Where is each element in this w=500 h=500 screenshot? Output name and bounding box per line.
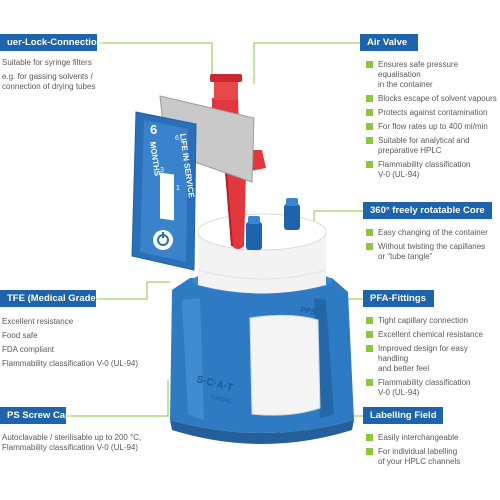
labelling-label: Labelling Field [363, 407, 443, 424]
ptfe-line: Food safe [2, 331, 38, 340]
card-scale-mid: 3 [160, 167, 164, 174]
ptfe-line: Flammability classification V-0 (UL-94) [2, 359, 139, 368]
pps-line: Flammability classification V-0 (UL-94) [2, 443, 139, 452]
cap-sub-brand: EUROPE [210, 394, 233, 405]
bullet-icon [366, 229, 373, 236]
bullet-icon [366, 123, 373, 130]
luer-lock-label: uer-Lock-Connection [0, 34, 103, 51]
bullet-icon [366, 379, 373, 386]
list-item: Easy changing of the container [366, 228, 488, 238]
list-item: For flow rates up to 400 ml/min [366, 122, 500, 132]
card-scale-top: 6 [175, 135, 179, 142]
pps-line: Autoclavable / sterilisable up to 200 °C… [2, 433, 142, 442]
leader-pps [66, 380, 169, 417]
pps-desc: Autoclavable / sterilisable up to 200 °C… [2, 433, 141, 453]
list-item: Blocks escape of solvent vapours [366, 94, 500, 104]
luer-line: e.g. for gassing solvents / [2, 72, 93, 81]
labelling-list: Easily interchangeable For individual la… [366, 433, 460, 471]
bullet-icon [366, 161, 373, 168]
list-item: Easily interchangeable [366, 433, 460, 443]
list-item: Tight capillary connection [366, 316, 500, 326]
card-scale-bottom: 1 [176, 185, 180, 192]
bullet-icon [366, 434, 373, 441]
luer-line: Suitable for syringe filters [2, 58, 92, 67]
core-label: 360° freely rotatable Core [363, 202, 492, 219]
leader-ptfe [96, 281, 170, 300]
ptfe-line: FDA compliant [2, 345, 55, 354]
luer-line: connection of drying tubes [2, 82, 96, 91]
card-months-number: 6 [150, 122, 157, 137]
life-in-service-card [131, 111, 197, 271]
bullet-icon [366, 448, 373, 455]
ptfe-desc: Excellent resistance Food safe FDA compl… [2, 317, 138, 369]
bullet-icon [366, 137, 373, 144]
ptfe-line: Excellent resistance [2, 317, 74, 326]
list-item: Excellent chemical resistance [366, 330, 500, 340]
bullet-icon [366, 317, 373, 324]
bullet-icon [366, 95, 373, 102]
pfa-fittings [246, 198, 300, 250]
pfa-list: Tight capillary connection Excellent che… [366, 316, 500, 402]
cap-material-text: PPS [300, 305, 318, 317]
leader-core [313, 210, 363, 226]
bullet-icon [366, 243, 373, 250]
bullet-icon [366, 61, 373, 68]
core-list: Easy changing of the container Without t… [366, 228, 488, 266]
pfa-label: PFA-Fittings [363, 290, 434, 307]
leader-luer [97, 42, 213, 80]
bullet-icon [366, 109, 373, 116]
list-item: Protects against contamination [366, 108, 500, 118]
air-valve-label: Air Valve [360, 34, 418, 51]
bullet-icon [366, 345, 373, 352]
leader-air-valve [253, 42, 360, 84]
ptfe-label: TFE (Medical Grade) [0, 290, 99, 307]
bullet-icon [366, 331, 373, 338]
luer-lock-desc: Suitable for syringe filters e.g. for ga… [2, 58, 95, 92]
labelling-field-panel [249, 314, 321, 416]
pps-label: PS Screw Cap [0, 407, 71, 424]
